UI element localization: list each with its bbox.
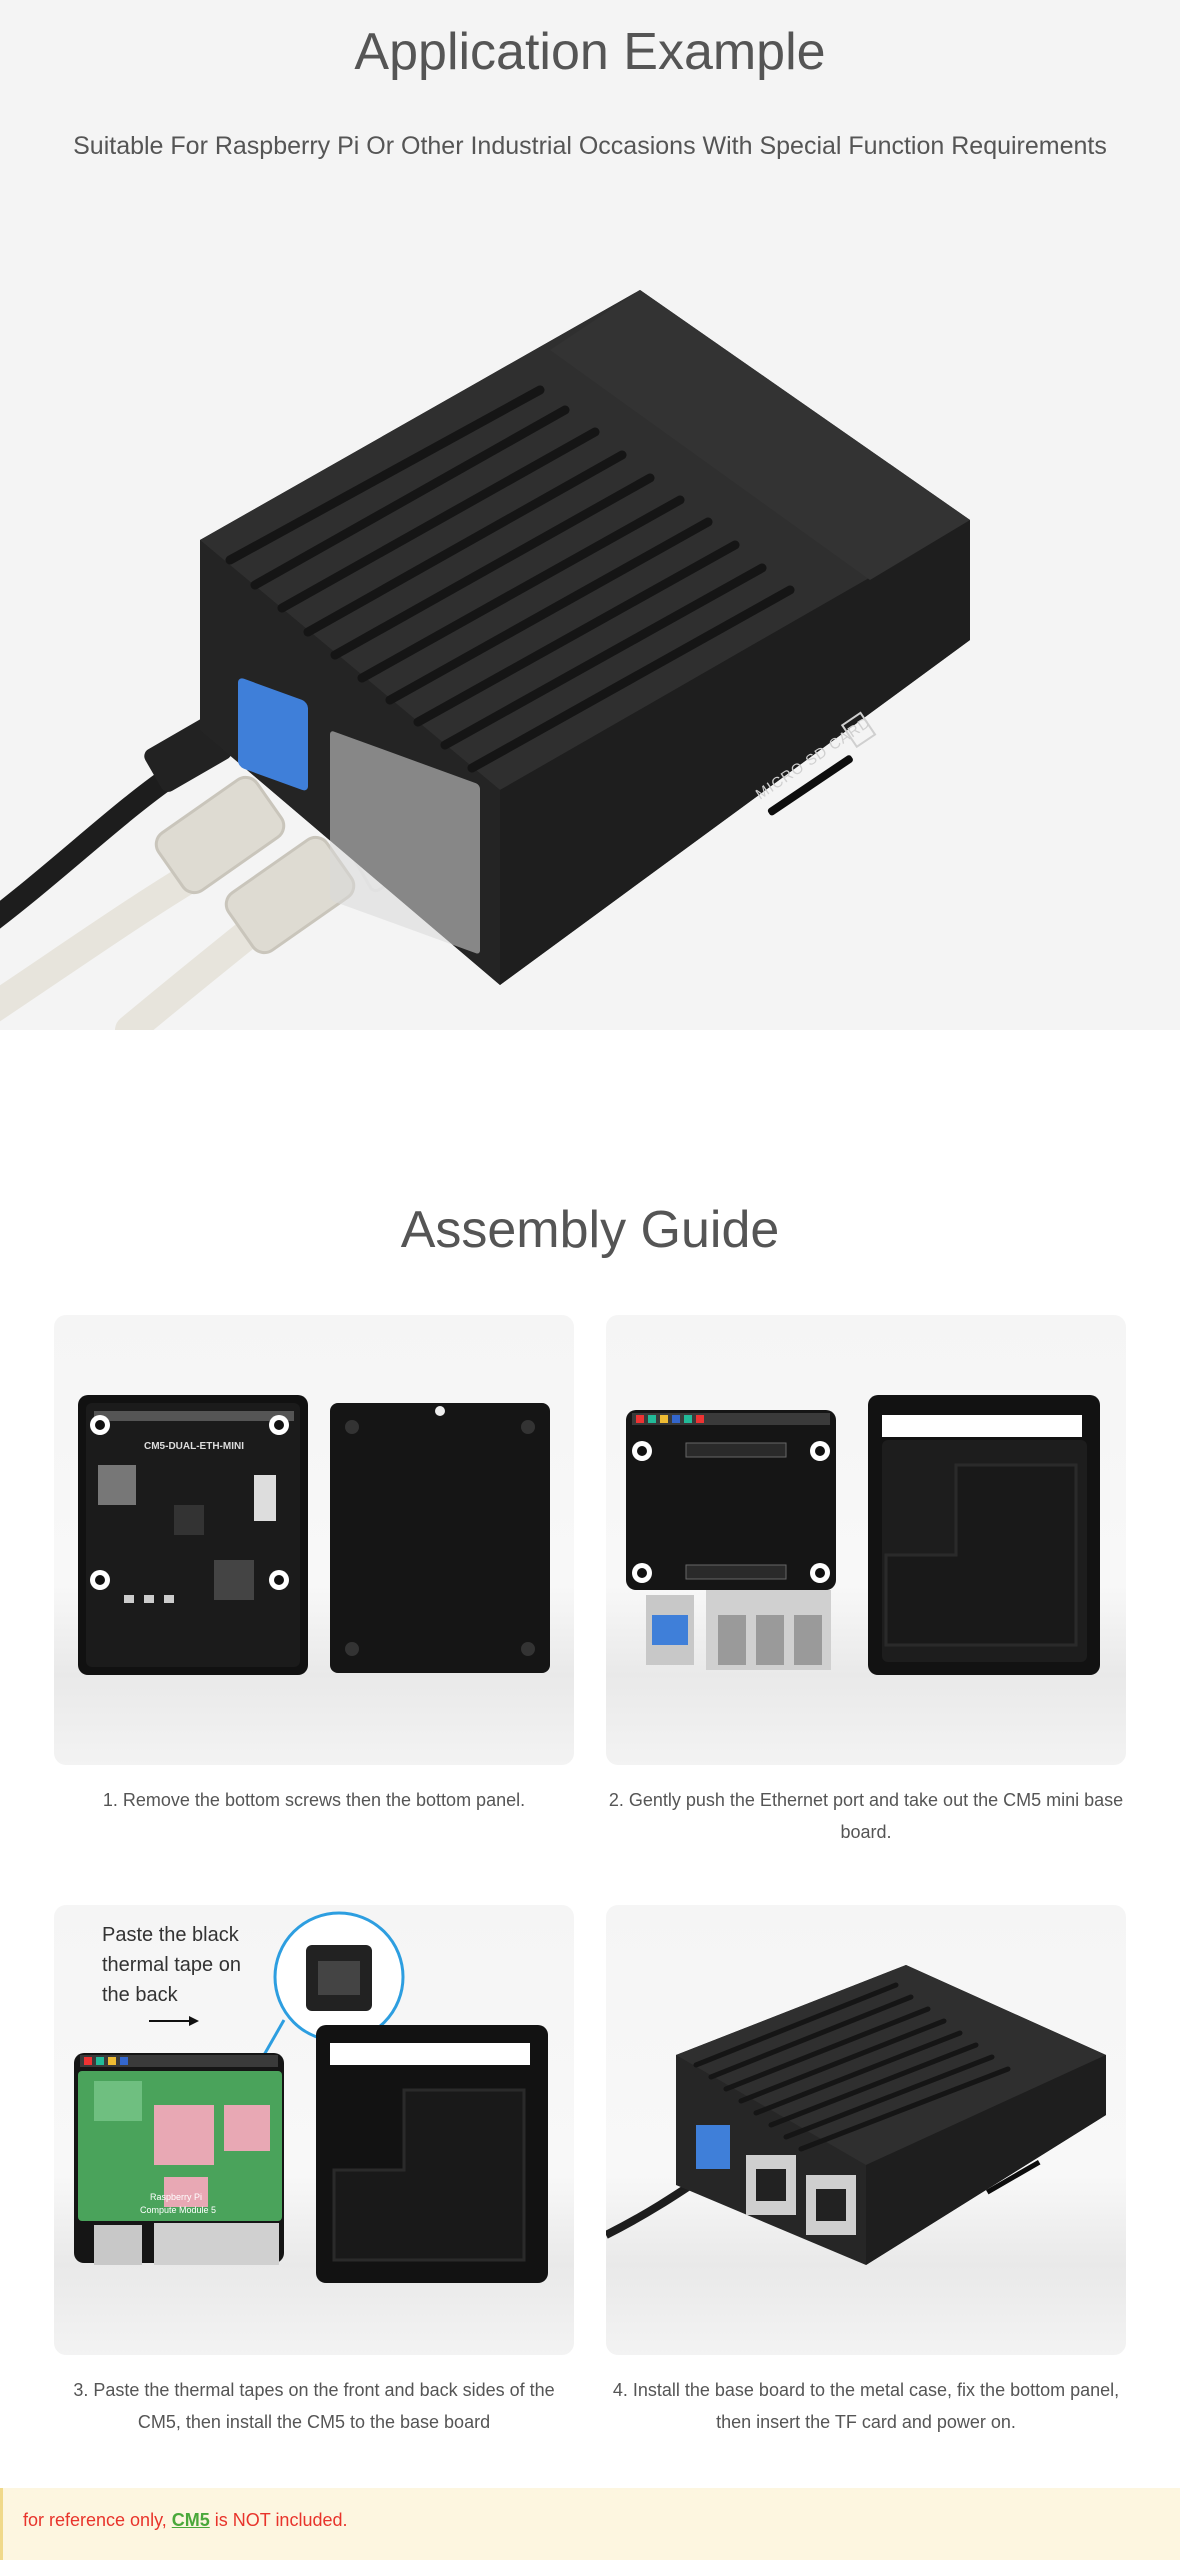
step-2-caption: 2. Gently push the Ethernet port and tak… bbox=[608, 1790, 1124, 1842]
bottom-panel bbox=[330, 1403, 550, 1673]
metal-case-open bbox=[868, 1395, 1100, 1675]
metal-case: MICRO SD CARD bbox=[200, 290, 970, 985]
board-label: CM5-DUAL-ETH-MINI bbox=[144, 1441, 244, 1452]
base-board-with-ports bbox=[626, 1410, 836, 1670]
svg-text:Paste the black: Paste the black bbox=[102, 1924, 240, 1946]
step-1-image: CM5-DUAL-ETH-MINI bbox=[54, 1315, 574, 1765]
thermal-tape-callout: Paste the black thermal tape on the back bbox=[102, 1924, 241, 2026]
reference-note: for reference only, CM5 is NOT included. bbox=[0, 2488, 1180, 2560]
svg-text:Compute Module 5: Compute Module 5 bbox=[140, 2205, 216, 2215]
cm5-link[interactable]: CM5 bbox=[171, 2510, 210, 2530]
assembled-case bbox=[606, 1965, 1106, 2265]
step-3-image: Paste the black thermal tape on the back bbox=[54, 1905, 574, 2355]
application-title: Application Example bbox=[354, 23, 826, 81]
cm5-on-base-board: Raspberry Pi Compute Module 5 bbox=[74, 2053, 284, 2265]
application-example-section: Application Example Suitable For Raspber… bbox=[0, 0, 1180, 1030]
note-prefix: for reference only, bbox=[23, 2510, 172, 2530]
step-1-caption: 1. Remove the bottom screws then the bot… bbox=[102, 1790, 526, 1810]
case-hero-image: MICRO SD CARD bbox=[0, 290, 970, 1030]
application-subtitle: Suitable For Raspberry Pi Or Other Indus… bbox=[73, 132, 1107, 160]
ethernet-ports bbox=[330, 731, 480, 954]
base-board: CM5-DUAL-ETH-MINI bbox=[78, 1395, 308, 1675]
step-3-caption: 3. Paste the thermal tapes on the front … bbox=[73, 2380, 555, 2432]
step-4-image bbox=[606, 1905, 1126, 2355]
metal-case-open bbox=[316, 2025, 548, 2283]
svg-text:Raspberry Pi: Raspberry Pi bbox=[150, 2192, 202, 2202]
svg-text:the back: the back bbox=[102, 1984, 179, 2006]
svg-text:thermal tape on: thermal tape on bbox=[102, 1954, 241, 1976]
step-2-image bbox=[606, 1315, 1126, 1765]
assembly-guide-title: Assembly Guide bbox=[400, 1201, 780, 1259]
step-4-caption: 4. Install the base board to the metal c… bbox=[612, 2380, 1120, 2432]
callout-circle bbox=[262, 1911, 405, 2056]
usb-port bbox=[238, 678, 308, 791]
note-suffix: is NOT included. bbox=[209, 2510, 348, 2530]
